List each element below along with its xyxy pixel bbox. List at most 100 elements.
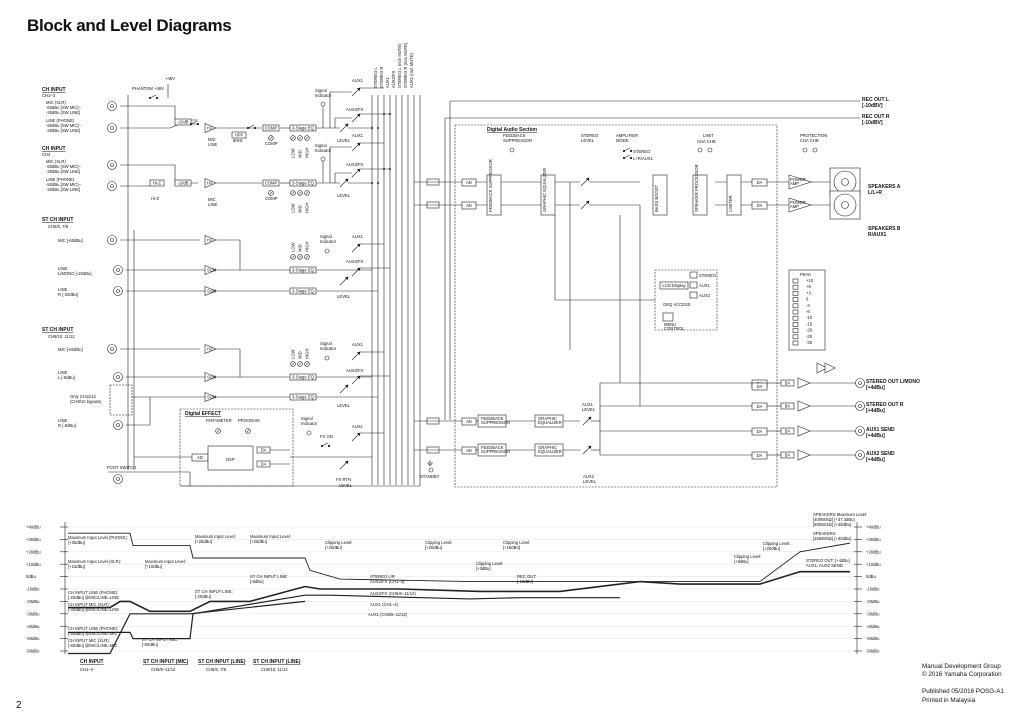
meter-led xyxy=(792,315,799,321)
amplifier-mode-label: MODE xyxy=(616,138,629,143)
feedback-suppressor-knob-label: FEEDBACK xyxy=(503,133,526,138)
scale-label-right: -40dBu xyxy=(866,624,880,629)
bus-label: AUX1 (non MUTE) xyxy=(409,52,414,88)
annot-max-xlr: [+15dBu] xyxy=(68,564,85,569)
jack-pin xyxy=(116,375,120,379)
annot-clip-level: [+25dBu] xyxy=(325,545,342,550)
knob-pointer xyxy=(269,136,273,140)
speaker-processor-block xyxy=(692,174,708,216)
fx-rtn-label: FX RTN xyxy=(336,477,351,482)
meter-led xyxy=(792,284,799,290)
standby-led-icon xyxy=(428,467,434,473)
st-line-r-label: R [-20dBu] xyxy=(58,292,78,297)
arrow-head xyxy=(587,445,592,450)
fx-level-label: LEVEL xyxy=(339,483,353,488)
comp-block xyxy=(262,179,280,187)
parameter-label: PARAMETER xyxy=(206,418,232,423)
effect-send-return-line xyxy=(180,95,421,487)
meter-scale-label: -30 xyxy=(806,340,813,345)
sum-label: SUM xyxy=(207,289,217,294)
geq-small-label: GRAPHIC xyxy=(538,416,557,421)
knob-pointer xyxy=(305,191,309,195)
fs-small-label: FEEDBACK xyxy=(481,416,504,421)
annot-speakers: SPEAKERS xyxy=(813,531,836,536)
fs-small-label: FEEDBACK xyxy=(481,445,504,450)
head-amp-label: HA xyxy=(207,347,213,352)
aux2_send-label: [+4dBu] xyxy=(866,457,885,463)
level-column-sub: CH5/6, 7/8 xyxy=(206,667,227,672)
junction-dot xyxy=(377,127,379,129)
arrow-head xyxy=(356,351,361,356)
arrow-head xyxy=(356,243,361,248)
arrow-head xyxy=(356,142,361,147)
jack-pin xyxy=(110,104,114,108)
lcd-select-button xyxy=(689,281,698,289)
st_out_l-label: STEREO OUT L/MONO xyxy=(866,379,920,385)
graphic-equalizer-block xyxy=(540,174,556,216)
jack-pin xyxy=(858,429,862,433)
meter-driver xyxy=(816,362,828,374)
speakon-pin-icon xyxy=(841,201,849,209)
pad-block-label: -10dB xyxy=(177,120,188,125)
digital-effect-title: Digital EFFECT xyxy=(185,411,221,417)
st-line-l-label: LINE xyxy=(58,370,68,375)
da-converter-label: DA xyxy=(757,453,763,458)
fs-small-label: SUPPRESSOR xyxy=(481,420,510,425)
knob-pointer xyxy=(291,362,295,366)
annot-rec-out: [-10dBV] xyxy=(517,579,533,584)
annot-clip-level: Clipping Level: xyxy=(503,540,530,545)
meter-led xyxy=(792,278,799,284)
limit-led-icon xyxy=(697,147,703,153)
mic-level-label: -30dBu [SW LINE] xyxy=(46,110,80,115)
meter-scale-label: +3 xyxy=(806,290,811,295)
feedback-suppressor-knob-label: SUPPRESSOR xyxy=(503,138,532,143)
da-converter-label: DA xyxy=(757,180,763,185)
annot-aux1: AUX1 (CH5/6–11/12) xyxy=(368,612,408,617)
arrow-head xyxy=(356,432,361,437)
aux1-send-label: AUX1 xyxy=(352,133,364,138)
ch-range-label: CH4 xyxy=(42,152,51,157)
da-converter-label: DA xyxy=(757,203,763,208)
annot-max-phone: Maximum Input Level (PHONE): xyxy=(68,535,128,540)
lcd-option-label: AUX1 xyxy=(699,283,711,288)
line-driver xyxy=(797,377,811,389)
st-line-r-label: LINE xyxy=(58,287,68,292)
scale-label-left: +20dBu xyxy=(26,549,41,554)
standby-label: STANDBY xyxy=(420,474,440,479)
meter-led xyxy=(792,328,799,333)
sum-label: SUM xyxy=(207,375,217,380)
knob-pointer xyxy=(269,191,273,195)
footer-line: Published 05/2016 POSG-A1 xyxy=(922,688,1004,696)
annot-rec-out: REC OUT: xyxy=(517,574,537,579)
mic-line-switch-label: MIC xyxy=(208,197,216,202)
junction-dot xyxy=(371,182,373,184)
da-converter xyxy=(751,382,768,391)
knob-pointer xyxy=(305,362,309,366)
arrow-head xyxy=(356,168,361,173)
arrow-head xyxy=(344,384,349,389)
rec-out-l-label: REC OUT L xyxy=(862,97,889,103)
speakon-pin-icon xyxy=(841,178,849,186)
geq-small-label: GRAPHIC xyxy=(538,445,557,450)
st-line-l-label: L [-8dBu] xyxy=(58,375,75,380)
stereo-level-label: STEREO xyxy=(581,133,599,138)
mic-level-label: -30dBu [SW LINE] xyxy=(46,169,80,174)
level-column-title: ST CH INPUT (MIC) xyxy=(143,659,189,665)
ad-converter-label: AD xyxy=(466,180,472,185)
head-amp-label: HA xyxy=(207,181,213,186)
menu-control-label: MENU xyxy=(664,322,676,327)
meter-led xyxy=(792,340,799,346)
limiter-block xyxy=(726,174,742,216)
amp-mode-lr-aux1-label: L+R/AUX1 xyxy=(633,156,654,161)
mic-level-label: MIC (XLR) xyxy=(46,100,66,105)
scale-label-right: 0dBu xyxy=(866,574,876,579)
aux2fx-send-label: AUX2/FX xyxy=(346,259,364,264)
meter-scale-label: -6 xyxy=(806,309,810,314)
bus-label: STEREO R xyxy=(379,67,384,88)
ad-converter-label: AD xyxy=(466,203,472,208)
head-amp xyxy=(204,235,217,245)
eq-band-label: MID xyxy=(298,205,303,213)
annot-ch-line-phone: CH INPUT LINE (PHONE): xyxy=(68,626,118,631)
footer-line: Manual Development Group xyxy=(922,663,1001,670)
